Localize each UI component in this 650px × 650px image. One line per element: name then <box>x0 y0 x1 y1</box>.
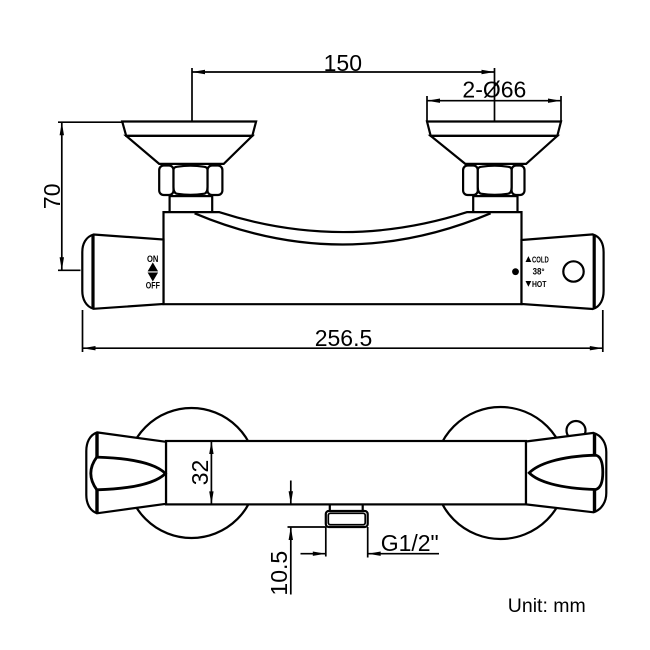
svg-text:OFF: OFF <box>146 281 161 291</box>
svg-text:Unit: mm: Unit: mm <box>508 595 586 617</box>
svg-text:ON: ON <box>147 254 158 264</box>
svg-text:G1/2": G1/2" <box>381 530 439 556</box>
svg-text:HOT: HOT <box>532 280 546 289</box>
svg-text:2-Ø66: 2-Ø66 <box>462 77 526 103</box>
svg-text:256.5: 256.5 <box>315 325 373 351</box>
svg-text:32: 32 <box>187 460 213 486</box>
svg-text:COLD: COLD <box>532 255 549 264</box>
svg-text:150: 150 <box>324 50 362 76</box>
svg-text:70: 70 <box>39 184 65 210</box>
svg-text:38°: 38° <box>533 267 545 277</box>
svg-text:10.5: 10.5 <box>266 551 292 596</box>
